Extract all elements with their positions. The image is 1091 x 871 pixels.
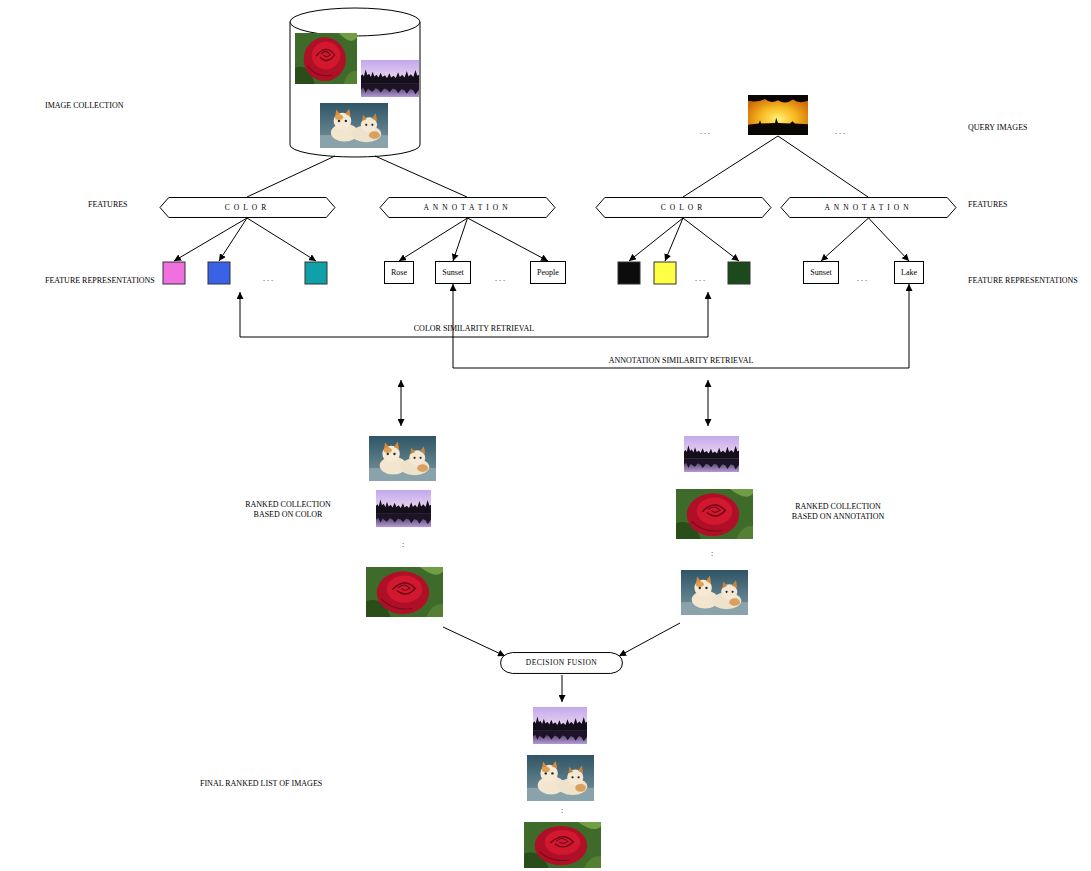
color-swatch [728, 262, 750, 284]
text-label: QUERY IMAGES [968, 123, 1027, 133]
double-arrow [708, 380, 709, 426]
fusion-shape: DECISION FUSION [500, 652, 623, 674]
annotation-box: Rose [384, 261, 414, 284]
color-swatch [163, 262, 185, 284]
text-label: FEATURES [968, 200, 1008, 210]
text-label: . . . [700, 127, 710, 137]
kitten-photo [681, 570, 748, 615]
text-label: FEATURE REPRESENTATIONS [968, 276, 1078, 286]
lake-photo [376, 490, 431, 527]
text-label: . . . [263, 274, 273, 284]
text-label: . . . [495, 274, 505, 284]
node-text: ANNOTATION [824, 203, 912, 213]
color-swatch [654, 262, 676, 284]
feature-arrow [219, 218, 247, 261]
feature-arrow [683, 218, 739, 261]
feature-arrow [665, 218, 683, 261]
rose-photo [524, 822, 601, 868]
node-text: ANNOTATION [423, 203, 511, 213]
annotation-box: People [530, 261, 566, 284]
text-label: COLOR SIMILARITY RETRIEVAL [414, 324, 534, 334]
node-text: Sunset [810, 268, 831, 278]
feature-arrow [174, 218, 247, 261]
shape-border [596, 198, 771, 218]
rose-photo [366, 567, 443, 617]
feature-hexagon: ANNOTATION [781, 197, 956, 218]
node-text: COLOR [225, 203, 270, 213]
text-label: IMAGE COLLECTION [45, 101, 123, 111]
fusion-arrow [443, 627, 505, 656]
rose-photo [295, 33, 357, 84]
annotation-box: Sunset [803, 261, 838, 284]
edge-label: ANNOTATION SIMILARITY RETRIEVAL [607, 356, 756, 366]
branch-line [778, 136, 868, 197]
text-label: FINAL RANKED LIST OF IMAGES [200, 779, 322, 789]
kitten-photo [369, 436, 436, 481]
lake-photo [361, 60, 419, 97]
feature-hexagon: ANNOTATION [380, 197, 555, 218]
node-text: People [537, 268, 559, 278]
shape-border [160, 198, 335, 218]
color-swatch [208, 262, 230, 284]
text-label: FEATURES [88, 200, 128, 210]
sunset-photo [748, 95, 808, 135]
node-text: Lake [901, 268, 917, 278]
rose-photo [676, 489, 753, 539]
node-text: Rose [391, 268, 407, 278]
text-label: RANKED COLLECTION BASED ON ANNOTATION [782, 502, 894, 522]
color-swatch [618, 262, 640, 284]
feature-hexagon: COLOR [160, 197, 335, 218]
annotation-box: Sunset [435, 261, 470, 284]
shape-border [781, 198, 956, 218]
lake-photo [533, 707, 587, 744]
feature-hexagon: COLOR [596, 197, 771, 218]
connector [468, 218, 549, 261]
text-label: RANKED COLLECTION BASED ON COLOR [238, 500, 338, 520]
branch-line [375, 156, 467, 197]
feature-arrow [247, 218, 316, 261]
cylinder-top [290, 8, 420, 36]
text-label: : [402, 540, 404, 550]
text-label: : [711, 549, 713, 559]
annotation-box: Lake [894, 261, 924, 284]
node-text: Sunset [442, 268, 463, 278]
text-label: : [561, 806, 563, 816]
text-label: . . . [695, 274, 705, 284]
connector [453, 218, 468, 261]
text-label: . . . [857, 274, 867, 284]
kitten-photo [527, 755, 594, 801]
collection-cylinder [290, 22, 420, 157]
connector [821, 218, 869, 261]
text-label: FEATURE REPRESENTATIONS [45, 276, 155, 286]
text-label: . . . [835, 127, 845, 137]
double-arrow [401, 380, 402, 426]
lake-photo [684, 436, 739, 472]
branch-line [683, 136, 778, 197]
connector [869, 218, 910, 261]
fusion-arrow [562, 675, 563, 702]
connector [399, 218, 468, 261]
kitten-photo [320, 103, 388, 148]
node-text: COLOR [661, 203, 706, 213]
node-text: DECISION FUSION [526, 658, 597, 668]
color-retrieval-line [240, 292, 708, 337]
color-swatch [305, 262, 327, 284]
fusion-arrow [619, 623, 680, 656]
shape-border [380, 198, 555, 218]
feature-arrow [629, 218, 683, 261]
shape-border [501, 653, 623, 674]
branch-line [247, 156, 335, 197]
